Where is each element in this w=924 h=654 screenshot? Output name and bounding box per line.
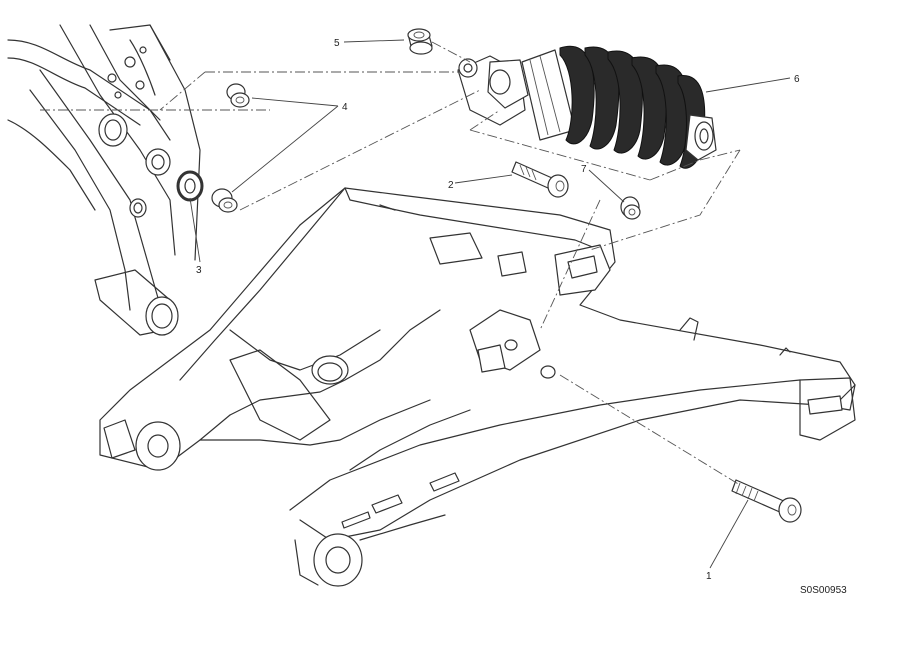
callout-1: 1 — [706, 571, 712, 582]
callout-6: 6 — [794, 74, 800, 85]
assembly-lines — [40, 41, 741, 486]
swingarm — [99, 187, 856, 587]
bushing-part-4 — [145, 83, 250, 213]
callout-3: 3 — [196, 265, 202, 276]
washer-part-7 — [620, 196, 641, 220]
washer-part-3 — [176, 170, 204, 202]
callout-2: 2 — [448, 180, 454, 191]
callout-4: 4 — [342, 102, 348, 113]
drawing-code: S0S00953 — [800, 585, 847, 596]
frame-section — [7, 24, 201, 336]
callout-5: 5 — [334, 38, 340, 49]
bolt-part-1 — [731, 479, 802, 523]
leader-lines — [189, 39, 791, 569]
shock-absorber — [457, 45, 717, 169]
bushing-part-5 — [407, 28, 433, 55]
callout-7: 7 — [581, 164, 587, 175]
callout-labels: 1 2 3 4 5 6 7 S0S00953 — [196, 38, 847, 596]
bolt-part-2 — [511, 161, 569, 198]
